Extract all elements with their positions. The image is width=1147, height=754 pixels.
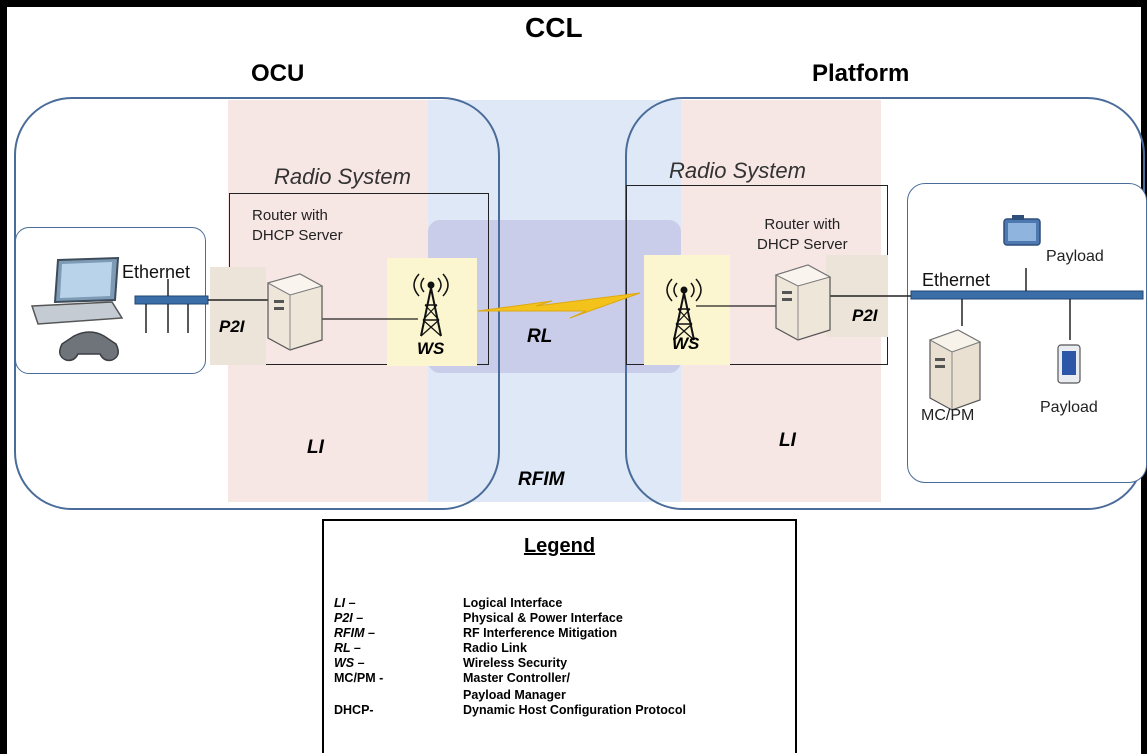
legend-item: WS – Wireless Security <box>334 656 568 670</box>
radio-link-bolt <box>477 292 641 319</box>
router-label-right: Router with DHCP Server <box>757 216 848 253</box>
gamepad-icon <box>59 331 119 362</box>
laptop-icon <box>30 256 124 325</box>
antenna-tower-icon-right <box>666 278 702 341</box>
legend-item: LI – Logical Interface <box>334 596 563 610</box>
ocu-title: OCU <box>251 60 305 87</box>
mc-pm-label: MC/PM <box>921 407 975 424</box>
legend-item: Payload Manager <box>463 688 566 702</box>
legend-box: Legend LI – Logical Interface P2I – Phys… <box>322 519 797 753</box>
li-label-right: LI <box>779 430 796 451</box>
ethernet-label-left: Ethernet <box>122 262 191 282</box>
rl-label: RL <box>527 326 553 347</box>
ethernet-label-right: Ethernet <box>922 270 991 290</box>
legend-title: Legend <box>523 535 596 557</box>
mc-pm-server-icon <box>928 329 982 411</box>
platform-title: Platform <box>812 60 910 87</box>
legend-item: RFIM – RF Interference Mitigation <box>334 626 618 640</box>
diagram-title: CCL <box>525 12 583 43</box>
radio-system-label-right: Radio System <box>669 158 806 183</box>
ws-label-right: WS <box>672 334 700 353</box>
p2i-highlight-left <box>210 267 266 365</box>
legend-item: RL – Radio Link <box>334 641 527 655</box>
legend-item: MC/PM - Master Controller/ <box>334 671 570 685</box>
p2i-label-left: P2I <box>219 317 245 336</box>
payload-label-bottom: Payload <box>1040 399 1098 416</box>
ethernet-bus-right <box>910 290 1144 300</box>
camera-payload-icon <box>1003 215 1041 246</box>
antenna-tower-icon-left <box>413 273 449 337</box>
router-icon-left <box>266 273 324 351</box>
p2i-label-right: P2I <box>852 306 878 325</box>
rfim-label: RFIM <box>518 469 565 490</box>
ethernet-bus-left <box>134 295 209 305</box>
radio-system-label-left: Radio System <box>274 164 411 189</box>
legend-item: DHCP- Dynamic Host Configuration Protoco… <box>334 703 686 717</box>
router-label-left: Router with DHCP Server <box>252 207 343 244</box>
handheld-payload-icon <box>1057 344 1081 384</box>
ws-label-left: WS <box>417 339 445 358</box>
legend-item: P2I – Physical & Power Interface <box>334 611 623 625</box>
payload-label-top: Payload <box>1046 248 1104 265</box>
router-icon-right <box>774 264 832 341</box>
li-label-left: LI <box>307 437 324 458</box>
